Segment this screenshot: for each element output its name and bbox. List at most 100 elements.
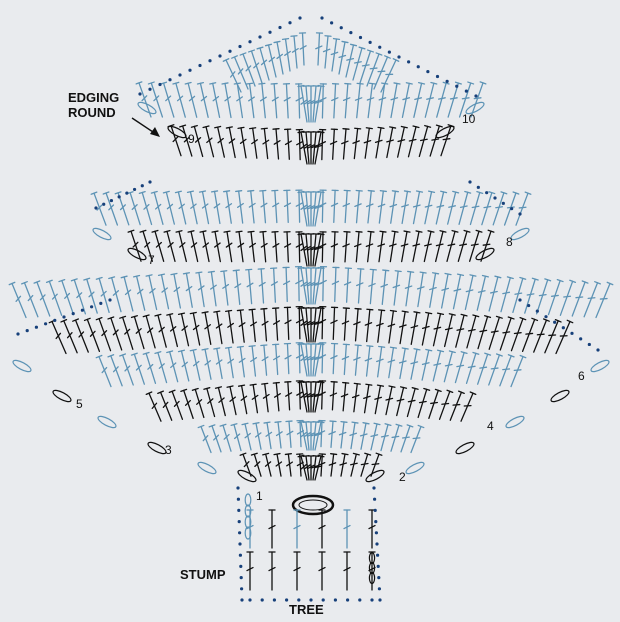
stitch [295, 342, 304, 374]
stitch [310, 381, 320, 413]
stitch [342, 82, 352, 119]
round-number-1: 1 [256, 489, 263, 503]
chain-loop [465, 101, 485, 115]
edging-dot [426, 70, 430, 74]
round-number-4: 4 [487, 419, 494, 433]
stitch [349, 421, 359, 450]
stitch [314, 266, 325, 305]
stitch [196, 81, 209, 118]
edging-dot [373, 497, 377, 501]
stitch [195, 271, 205, 308]
stitch [470, 81, 487, 118]
stitch [202, 125, 215, 158]
stitch [232, 269, 242, 306]
stitch [223, 230, 233, 263]
stitch [168, 389, 184, 420]
stitch [417, 387, 431, 419]
stitch [435, 190, 448, 225]
chain-loop [405, 461, 425, 475]
chain-loop [97, 415, 117, 429]
stitch [374, 384, 385, 415]
stitch [108, 276, 122, 313]
edging-dot [553, 320, 557, 324]
stitch [458, 190, 472, 225]
stitch [429, 272, 440, 308]
stitch [295, 231, 303, 263]
stitch [190, 124, 204, 158]
stitch [295, 128, 304, 161]
stitch [245, 268, 254, 305]
stitch [338, 420, 348, 449]
edging-dot [485, 191, 489, 195]
stitch [157, 273, 170, 310]
stitch [432, 312, 445, 347]
stitch [413, 81, 426, 118]
stitch [151, 229, 165, 262]
label-stump: STUMP [180, 567, 226, 582]
stitch [310, 191, 320, 227]
edging-dot [587, 342, 591, 347]
stitch [72, 318, 89, 353]
edging-dot [109, 198, 114, 203]
stitch [213, 347, 223, 380]
stitch [239, 52, 256, 87]
edging-dot [285, 598, 289, 602]
stitch [174, 190, 187, 225]
stitch [126, 191, 141, 226]
stump-stitch [368, 509, 376, 549]
stitch [443, 350, 456, 383]
edging-dot [298, 16, 302, 20]
edging-dot [561, 326, 565, 330]
edging-dot [297, 598, 301, 602]
stitch [297, 454, 308, 481]
edging-dot [237, 520, 241, 524]
stitch [436, 81, 450, 118]
stitch [364, 308, 374, 343]
stitch [488, 353, 503, 386]
edging-dot [474, 94, 478, 98]
chain-loop [237, 469, 257, 483]
stitch [447, 190, 460, 225]
stitch [272, 381, 281, 412]
stitch [224, 346, 235, 379]
stitch [387, 309, 398, 344]
stitch [424, 81, 438, 118]
stitch [392, 270, 402, 306]
stitch [133, 274, 146, 311]
edging-dot [239, 576, 243, 580]
stitch [260, 344, 269, 376]
edging-dot [272, 598, 276, 602]
stitch [237, 384, 248, 415]
edging-dot [596, 348, 600, 352]
stitch [282, 266, 291, 303]
stitch [214, 125, 225, 158]
stitch [488, 275, 502, 312]
round-number-7: 7 [148, 253, 155, 267]
edging-dot [435, 74, 440, 79]
stitch [83, 317, 101, 353]
chain-loop [435, 125, 455, 139]
edging-dot [407, 60, 411, 64]
stitch [233, 82, 244, 119]
edging-dot [34, 325, 39, 329]
stitch [207, 270, 217, 307]
stitch [443, 313, 456, 348]
stitch [258, 82, 267, 119]
chain-loop [127, 247, 147, 261]
stitch [142, 314, 156, 349]
edging-dot [374, 520, 378, 524]
stitch [416, 271, 427, 308]
edging-dot [80, 308, 84, 312]
stitch [260, 307, 269, 342]
stitch [219, 423, 232, 452]
stitch [330, 231, 339, 263]
chain-loop [244, 515, 252, 529]
edging-dot [376, 553, 380, 557]
stitch [221, 82, 232, 119]
stitch [295, 189, 303, 223]
edging-dot [333, 598, 337, 602]
stitch [210, 190, 221, 225]
edging-dot [240, 587, 244, 591]
stitch [247, 230, 256, 263]
